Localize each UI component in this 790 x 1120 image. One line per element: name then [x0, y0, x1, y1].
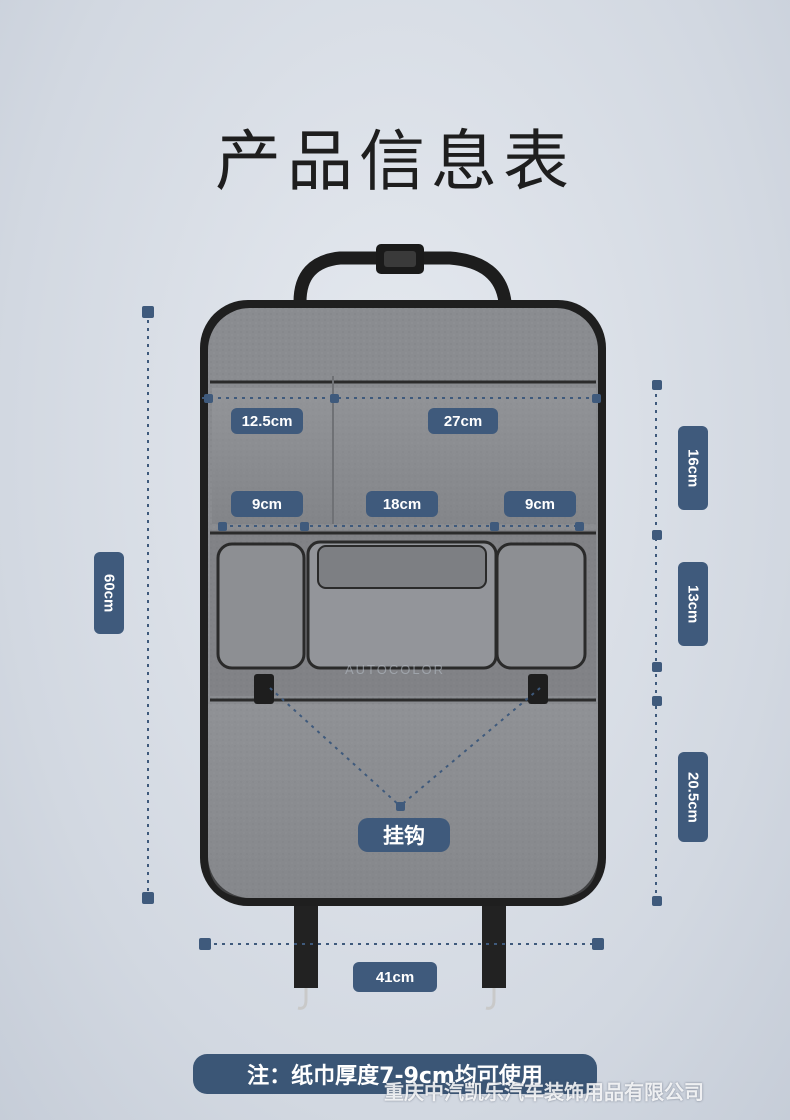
cup-right-badge: 9cm [504, 491, 576, 517]
height-total-badge: 60cm [94, 552, 124, 634]
organizer-body [200, 300, 606, 906]
handle-strap [293, 244, 512, 309]
bottom-straps [294, 896, 506, 1010]
top-right-pocket-badge: 27cm [428, 408, 498, 434]
dimension-markers [142, 306, 662, 950]
cup-left-badge: 9cm [231, 491, 303, 517]
company-watermark: 重庆中汽凯乐汽车装饰用品有限公司 [384, 1080, 704, 1104]
hook-icon [485, 988, 496, 1010]
page-title: 产品信息表 [215, 123, 575, 200]
dimension-guides [147, 312, 657, 945]
brand-watermark-on-product: AUTOCOLOR [344, 662, 446, 677]
hook-icon [297, 988, 308, 1010]
tissue-box-badge: 18cm [366, 491, 438, 517]
section-top-badge: 16cm [678, 426, 708, 510]
section-mid-badge: 13cm [678, 562, 708, 646]
top-left-pocket-badge: 12.5cm [231, 408, 303, 434]
hook-label-badge: 挂钩 [358, 818, 450, 852]
tissue-thickness-note: 注：纸巾厚度7-9cm均可使用 [193, 1054, 597, 1094]
section-bottom-badge: 20.5cm [678, 752, 708, 842]
width-total-badge: 41cm [353, 962, 437, 992]
